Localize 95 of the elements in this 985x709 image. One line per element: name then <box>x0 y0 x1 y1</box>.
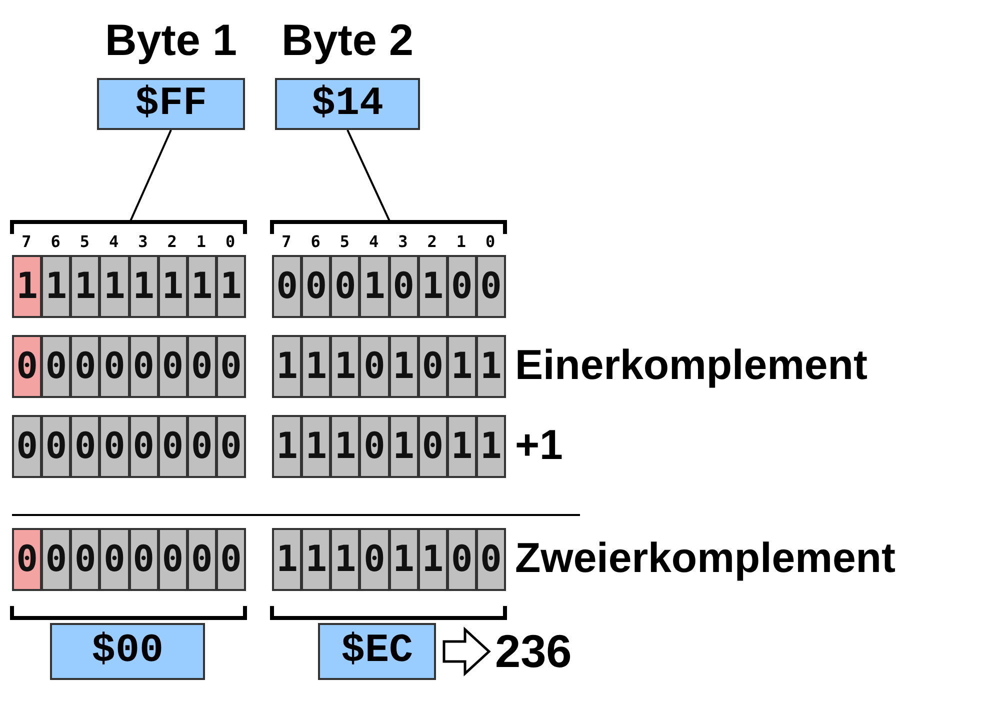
bit-cell: 1 <box>446 415 477 478</box>
bit-cell: 0 <box>272 255 302 318</box>
bit-cell: 0 <box>12 528 42 591</box>
row-label: Zweierkomplement <box>515 534 896 582</box>
bit-cell: 1 <box>446 335 477 398</box>
bit-cell: 0 <box>41 335 72 398</box>
bit-cell: 1 <box>41 255 72 318</box>
bit-cell: 0 <box>158 335 188 398</box>
bit-cell: 0 <box>418 335 448 398</box>
bit-cell: 0 <box>128 335 159 398</box>
bit-index: 6 <box>50 232 60 251</box>
bit-cell: 1 <box>388 335 419 398</box>
bit-cell: 0 <box>476 255 506 318</box>
bit-cell: 0 <box>70 335 100 398</box>
bit-cell: 1 <box>388 415 419 478</box>
bit-cell: 0 <box>359 415 390 478</box>
bit-cell: 1 <box>272 415 302 478</box>
bit-cell: 1 <box>388 528 419 591</box>
bit-cell: 0 <box>186 415 217 478</box>
bit-cell: 1 <box>272 528 302 591</box>
bit-cell: 1 <box>301 528 332 591</box>
bit-cell: 1 <box>158 255 188 318</box>
bracket <box>10 220 247 234</box>
bit-cell: 0 <box>158 415 188 478</box>
bit-cell: 0 <box>41 415 72 478</box>
bracket <box>270 220 507 234</box>
bit-cell: 0 <box>186 528 217 591</box>
bit-cell: 0 <box>359 335 390 398</box>
hex-value-box: $00 <box>50 623 205 680</box>
bit-cell: 1 <box>301 415 332 478</box>
bit-cell: 0 <box>418 415 448 478</box>
bit-cell: 0 <box>186 335 217 398</box>
bit-cell: 0 <box>301 255 332 318</box>
hex-value-box: $FF <box>97 78 245 130</box>
bit-index: 7 <box>282 232 292 251</box>
bit-cell: 0 <box>158 528 188 591</box>
bit-cell: 1 <box>476 415 506 478</box>
bit-cell: 1 <box>12 255 42 318</box>
bit-cell: 0 <box>128 528 159 591</box>
bit-cell: 1 <box>186 255 217 318</box>
bit-index: 2 <box>167 232 177 251</box>
bit-index: 1 <box>196 232 206 251</box>
bit-cell: 0 <box>12 335 42 398</box>
bit-cell: 1 <box>99 255 130 318</box>
bit-index: 0 <box>485 232 496 251</box>
row-label: Einerkomplement <box>515 341 868 389</box>
column-heading: Byte 1 <box>104 16 238 66</box>
bit-cell: 1 <box>216 255 246 318</box>
bit-cell: 0 <box>99 335 130 398</box>
bit-cell: 0 <box>476 528 506 591</box>
column-heading: Byte 2 <box>280 16 415 66</box>
bit-index: 4 <box>108 232 119 251</box>
bit-cell: 1 <box>476 335 506 398</box>
bit-cell: 0 <box>128 415 159 478</box>
bit-cell: 1 <box>301 335 332 398</box>
bit-cell: 1 <box>418 255 448 318</box>
leader-line <box>129 130 172 222</box>
bit-cell: 1 <box>330 335 360 398</box>
hex-value-box: $14 <box>275 78 420 130</box>
bit-cell: 0 <box>330 255 360 318</box>
bit-index: 5 <box>340 232 350 251</box>
bit-cell: 1 <box>330 415 360 478</box>
bit-cell: 0 <box>12 415 42 478</box>
result-value: 236 <box>495 624 572 678</box>
bit-index: 4 <box>368 232 379 251</box>
bit-cell: 1 <box>70 255 100 318</box>
row-label: +1 <box>515 421 563 469</box>
bit-cell: 0 <box>216 415 246 478</box>
bit-cell: 0 <box>70 415 100 478</box>
bit-cell: 1 <box>128 255 159 318</box>
bit-index: 3 <box>398 232 408 251</box>
bit-cell: 0 <box>41 528 72 591</box>
bit-index: 0 <box>225 232 236 251</box>
bit-cell: 0 <box>446 528 477 591</box>
bit-index: 1 <box>456 232 466 251</box>
bit-index: 3 <box>138 232 148 251</box>
bit-cell: 1 <box>272 335 302 398</box>
bit-cell: 0 <box>216 335 246 398</box>
bit-cell: 1 <box>359 255 390 318</box>
bit-cell: 1 <box>418 528 448 591</box>
bit-index: 2 <box>427 232 437 251</box>
bit-cell: 0 <box>99 415 130 478</box>
bit-index: 5 <box>80 232 90 251</box>
block-arrow <box>442 626 491 676</box>
bit-index: 7 <box>22 232 32 251</box>
hex-value-box: $EC <box>318 623 436 680</box>
bit-cell: 0 <box>446 255 477 318</box>
bit-cell: 0 <box>216 528 246 591</box>
bit-cell: 0 <box>70 528 100 591</box>
leader-line <box>346 130 391 222</box>
bit-cell: 0 <box>359 528 390 591</box>
bit-cell: 0 <box>99 528 130 591</box>
bit-cell: 1 <box>330 528 360 591</box>
bit-index: 6 <box>310 232 320 251</box>
bit-cell: 0 <box>388 255 419 318</box>
